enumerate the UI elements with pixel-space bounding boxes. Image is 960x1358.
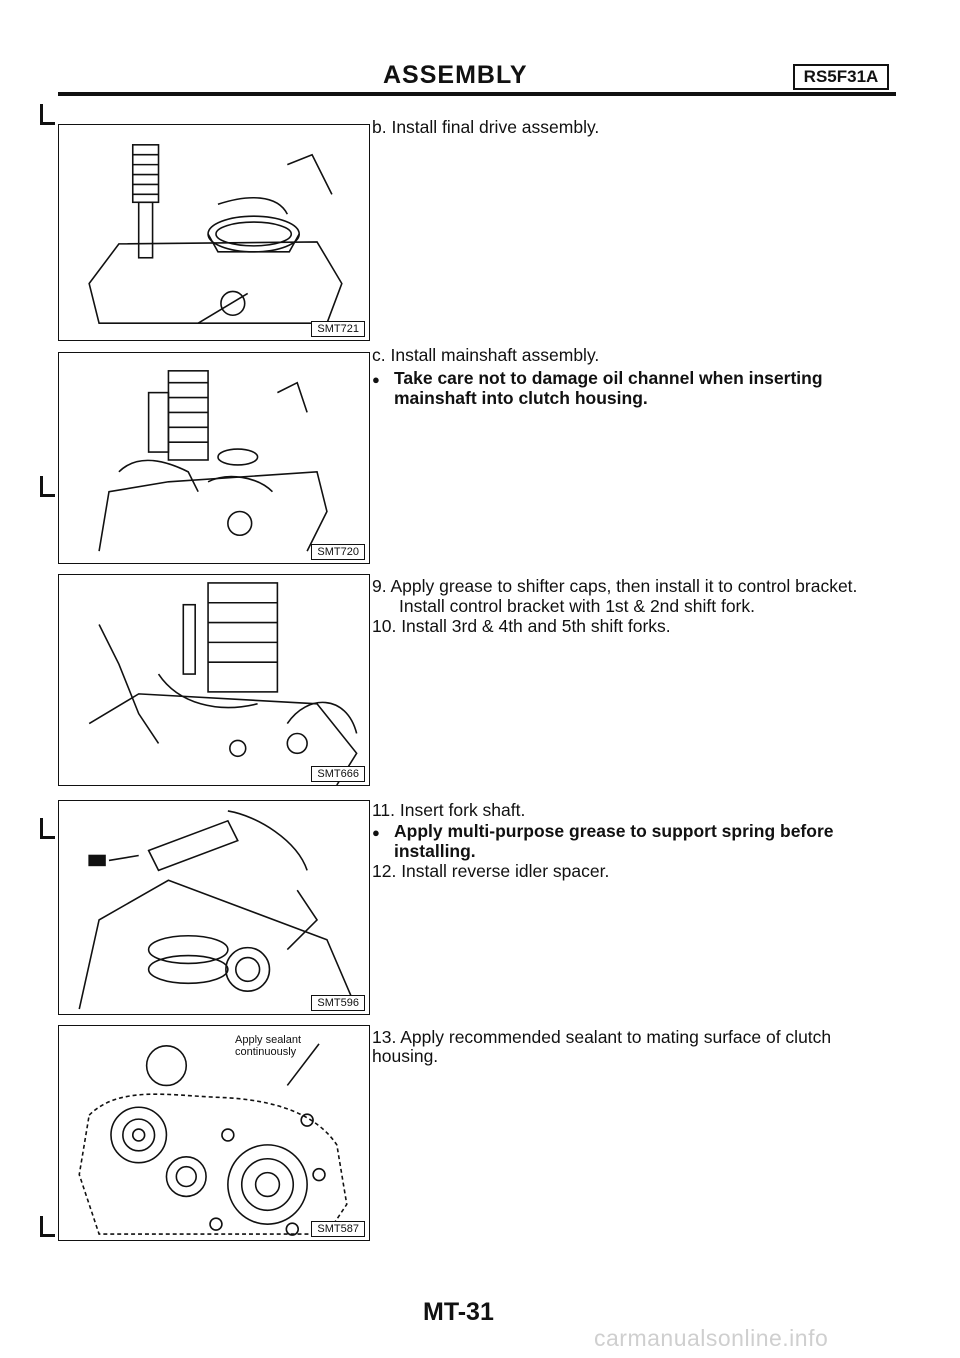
shift-fork-illustration: [88, 582, 358, 785]
step-c-note: Take care not to damage oil channel when…: [372, 369, 902, 408]
model-code-badge: RS5F31A: [793, 64, 889, 90]
step-10: 10. Install 3rd & 4th and 5th shift fork…: [372, 616, 671, 636]
section-marker: [40, 818, 55, 839]
section-marker: [40, 104, 55, 125]
figure-panel-1: SMT721: [58, 124, 370, 341]
page-number: MT-31: [423, 1298, 494, 1326]
figure-label: SMT596: [311, 995, 365, 1011]
figure-label: SMT720: [311, 544, 365, 560]
final-drive-illustration: [88, 144, 343, 324]
figure-panel-4: SMT596: [58, 800, 370, 1015]
figure-label: SMT721: [311, 321, 365, 337]
header-rule: [58, 92, 896, 96]
step-9: 9. Apply grease to shifter caps, then in…: [372, 576, 858, 596]
figure-panel-2: SMT720: [58, 352, 370, 564]
step-c: c. Install mainshaft assembly.: [372, 345, 600, 365]
watermark: carmanualsonline.info: [594, 1325, 829, 1351]
section-marker: [40, 1216, 55, 1237]
mainshaft-illustration: [98, 370, 328, 552]
figure-label: SMT666: [311, 766, 365, 782]
sealant-callout: Apply sealant continuously: [235, 1034, 302, 1058]
clutch-housing-sealant-illustration: [78, 1043, 348, 1236]
step-11-note: Apply multi-purpose grease to support sp…: [372, 822, 902, 861]
figure-label: SMT587: [311, 1221, 365, 1237]
step-12: 12. Install reverse idler spacer.: [372, 861, 610, 881]
page-title: ASSEMBLY: [383, 61, 528, 89]
step-11: 11. Insert fork shaft.: [372, 800, 526, 820]
figure-panel-3: SMT666: [58, 574, 370, 786]
step-13: 13. Apply recommended sealant to mating …: [372, 1027, 832, 1066]
fork-shaft-illustration: [78, 810, 358, 1010]
step-9-sub: Install control bracket with 1st & 2nd s…: [399, 596, 755, 616]
step-b: b. Install final drive assembly.: [372, 117, 600, 137]
figure-panel-5: Apply sealant continuously SMT587: [58, 1025, 370, 1241]
section-marker: [40, 476, 55, 497]
